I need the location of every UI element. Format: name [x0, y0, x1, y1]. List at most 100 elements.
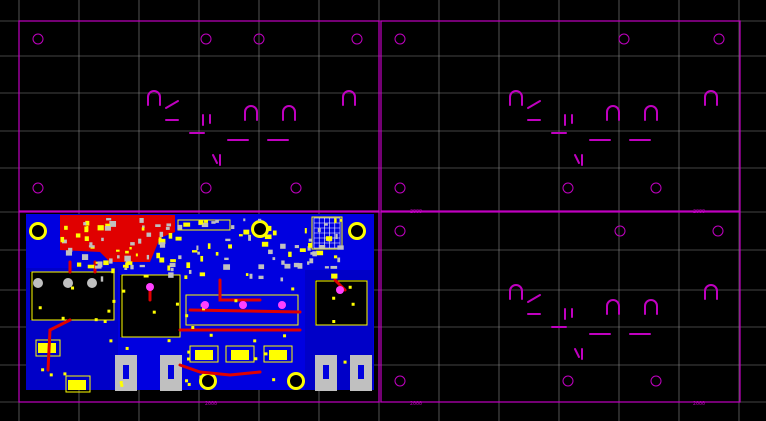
smd-pad	[234, 299, 238, 303]
smd-pad	[280, 243, 286, 249]
smd-pad	[268, 225, 272, 231]
smd-pad	[109, 221, 117, 227]
stroke-outline	[165, 100, 179, 109]
stroke-outline	[527, 294, 541, 303]
outline-footprints	[147, 90, 718, 360]
smd-pad	[261, 241, 269, 247]
stroke-outline	[574, 154, 583, 166]
mounting-hole	[614, 225, 626, 237]
smd-pad	[129, 246, 132, 250]
smd-pad	[81, 254, 89, 260]
smd-pad	[248, 234, 251, 241]
smd-pad	[343, 360, 347, 364]
smd-pad	[88, 245, 95, 248]
power-device-slot	[323, 365, 329, 379]
smd-pad	[281, 260, 285, 265]
smd-pad	[280, 277, 284, 282]
smd-pad	[64, 225, 68, 230]
smd-pad	[104, 226, 111, 231]
mounting-hole	[394, 33, 406, 45]
smd-pad	[308, 242, 313, 248]
marker-q5	[336, 286, 344, 294]
smd-pad	[89, 242, 93, 246]
silk-terminal-1	[189, 345, 219, 363]
smd-pad	[38, 306, 42, 310]
power-device-slot	[123, 365, 129, 379]
smd-pad	[71, 286, 75, 290]
dim-label-4: 2000	[410, 401, 422, 407]
smd-pad	[272, 257, 276, 261]
smd-pad	[152, 310, 156, 314]
smd-pad	[41, 368, 45, 372]
smd-pad	[201, 222, 209, 228]
terminal-pads	[38, 343, 287, 390]
power-device-slot	[358, 365, 364, 379]
smd-pad	[112, 299, 116, 303]
silk-terminal-bottom	[65, 375, 91, 393]
smd-pad	[167, 339, 171, 343]
smd-pad	[97, 225, 104, 231]
smd-pad	[159, 242, 166, 248]
smd-pad	[332, 319, 336, 323]
populated-pcb-board[interactable]: 2000 2000 2000 2000 2000	[26, 209, 705, 407]
smd-pad	[116, 249, 120, 252]
smd-pad	[109, 258, 113, 264]
smd-pad	[197, 251, 200, 255]
mounting-hole	[394, 375, 406, 387]
arch-outline	[644, 299, 658, 315]
smd-pad	[146, 254, 150, 260]
panel-top-left-outline	[18, 20, 380, 212]
smd-pad	[175, 236, 182, 241]
smd-pad	[209, 333, 213, 337]
smd-pad	[175, 302, 179, 306]
mounting-hole	[32, 33, 44, 45]
footprint-outline-group	[509, 284, 718, 360]
smd-pad	[258, 275, 264, 280]
smd-pad	[288, 251, 292, 257]
marker-q2	[201, 301, 209, 309]
smd-pad	[155, 224, 161, 227]
smd-pad	[337, 257, 341, 263]
smd-pad	[297, 263, 303, 269]
mounting-hole	[290, 182, 302, 194]
smd-pad	[231, 225, 235, 230]
smd-pad	[249, 273, 253, 279]
smd-pad	[135, 253, 138, 257]
smd-pad	[130, 242, 135, 246]
smd-pad	[61, 316, 65, 320]
smd-pad	[331, 273, 338, 279]
smd-pad	[339, 218, 342, 222]
smd-pad	[186, 262, 191, 269]
smd-pad	[184, 275, 188, 280]
smd-pad	[84, 236, 89, 241]
smd-pad	[65, 250, 73, 256]
smd-pad	[215, 219, 219, 223]
smd-pad	[156, 252, 161, 259]
smd-pad	[308, 238, 312, 242]
smd-pad	[264, 352, 268, 356]
smd-pad	[225, 238, 231, 242]
smd-pad	[90, 246, 95, 249]
arch-outline	[147, 90, 161, 106]
smd-pad	[167, 265, 171, 271]
panel-bottom-right-outline	[380, 211, 741, 403]
smd-pad	[60, 236, 65, 243]
terminal-pad-3	[269, 350, 287, 360]
smd-pad	[139, 218, 144, 223]
smd-pad	[272, 230, 277, 236]
smd-pad	[122, 264, 129, 268]
smd-pad	[130, 264, 134, 270]
smd-pad	[85, 220, 90, 226]
smd-pad	[334, 218, 337, 223]
smd-pad	[143, 274, 149, 278]
arch-outline	[704, 284, 718, 300]
smd-pad	[158, 238, 166, 245]
board-pad-hole	[32, 225, 44, 237]
relay-pin-pad	[63, 278, 73, 288]
smd-pad	[83, 222, 87, 226]
mounting-hole	[351, 33, 363, 45]
component-markers	[146, 283, 344, 309]
mounting-hole	[32, 182, 44, 194]
smd-pad	[111, 268, 115, 274]
